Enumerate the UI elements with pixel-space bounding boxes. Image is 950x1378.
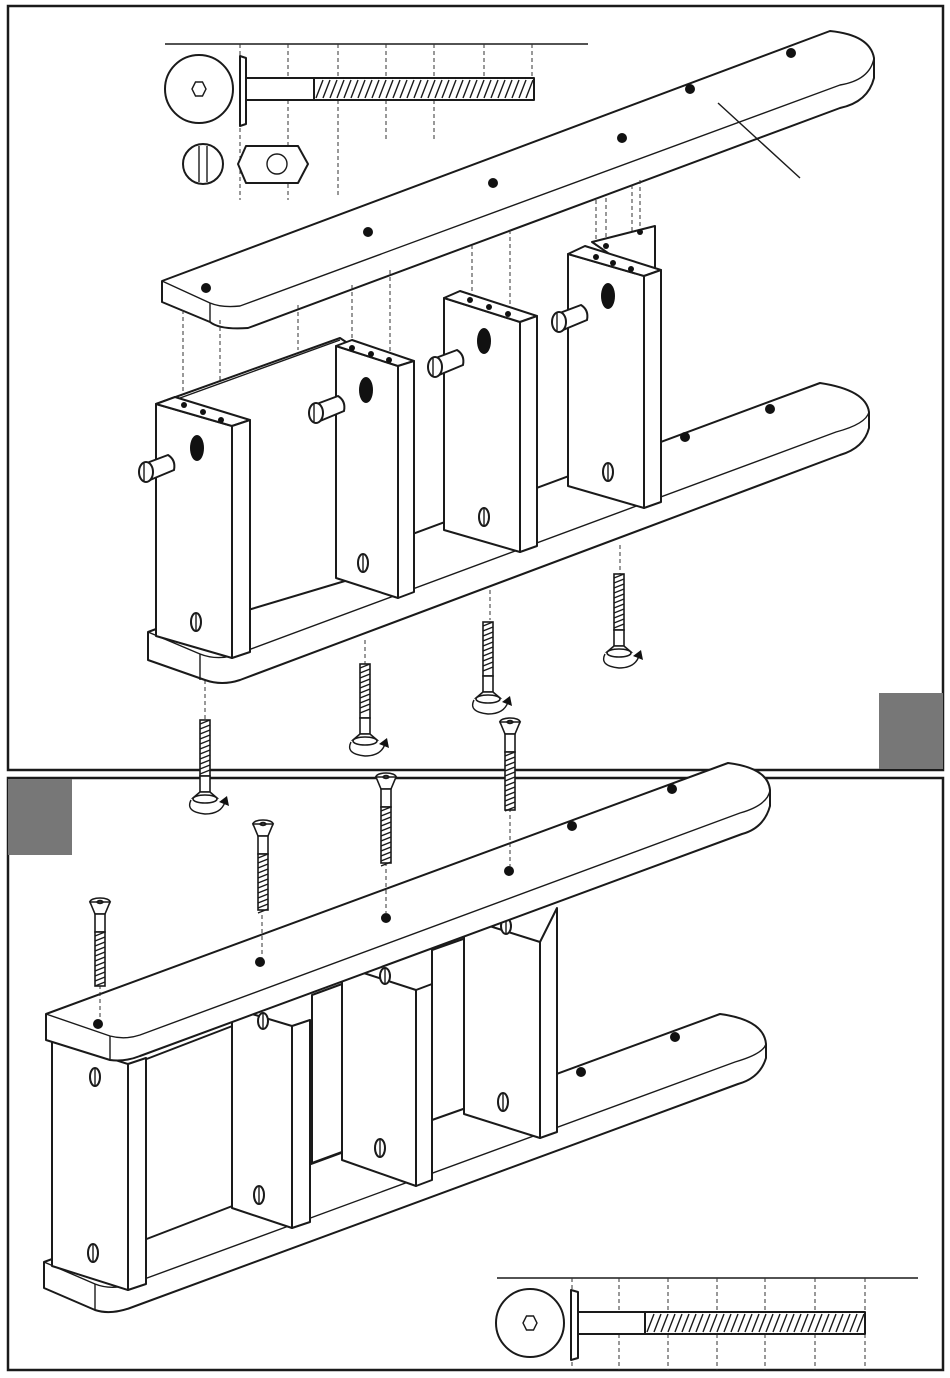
bottom-bolt-4 [604, 574, 643, 668]
divider-panel-2 [444, 291, 537, 552]
panel-step-2 [44, 718, 918, 1370]
bolt-head-icon [165, 55, 233, 123]
top-screw-4 [500, 718, 520, 811]
panel-step-1 [139, 31, 874, 814]
bottom-bolt-2 [350, 664, 389, 756]
left-side-panel [156, 397, 250, 658]
top-screw-3 [376, 773, 396, 866]
divider-3-assembled [464, 908, 557, 1138]
divider-panel-3 [568, 226, 661, 508]
barrel-nut-icon [238, 146, 308, 183]
screw-icon [571, 1290, 865, 1360]
divider-panel-1 [336, 340, 414, 598]
bolt-icon [240, 56, 534, 126]
barrel-nut-end-icon [183, 144, 223, 184]
left-side-assembled [52, 1040, 146, 1290]
step-marker-1 [879, 693, 943, 769]
divider-2-assembled [342, 966, 432, 1186]
hardware-legend-bottom [496, 1278, 918, 1370]
top-screw-2 [253, 820, 273, 913]
bottom-bolt-1 [190, 720, 229, 814]
divider-1-assembled [232, 1008, 310, 1228]
step-marker-2 [8, 779, 72, 855]
bolt-head-icon-bottom [496, 1289, 564, 1357]
top-screw-1 [90, 898, 110, 986]
bottom-bolt-3 [473, 622, 512, 714]
